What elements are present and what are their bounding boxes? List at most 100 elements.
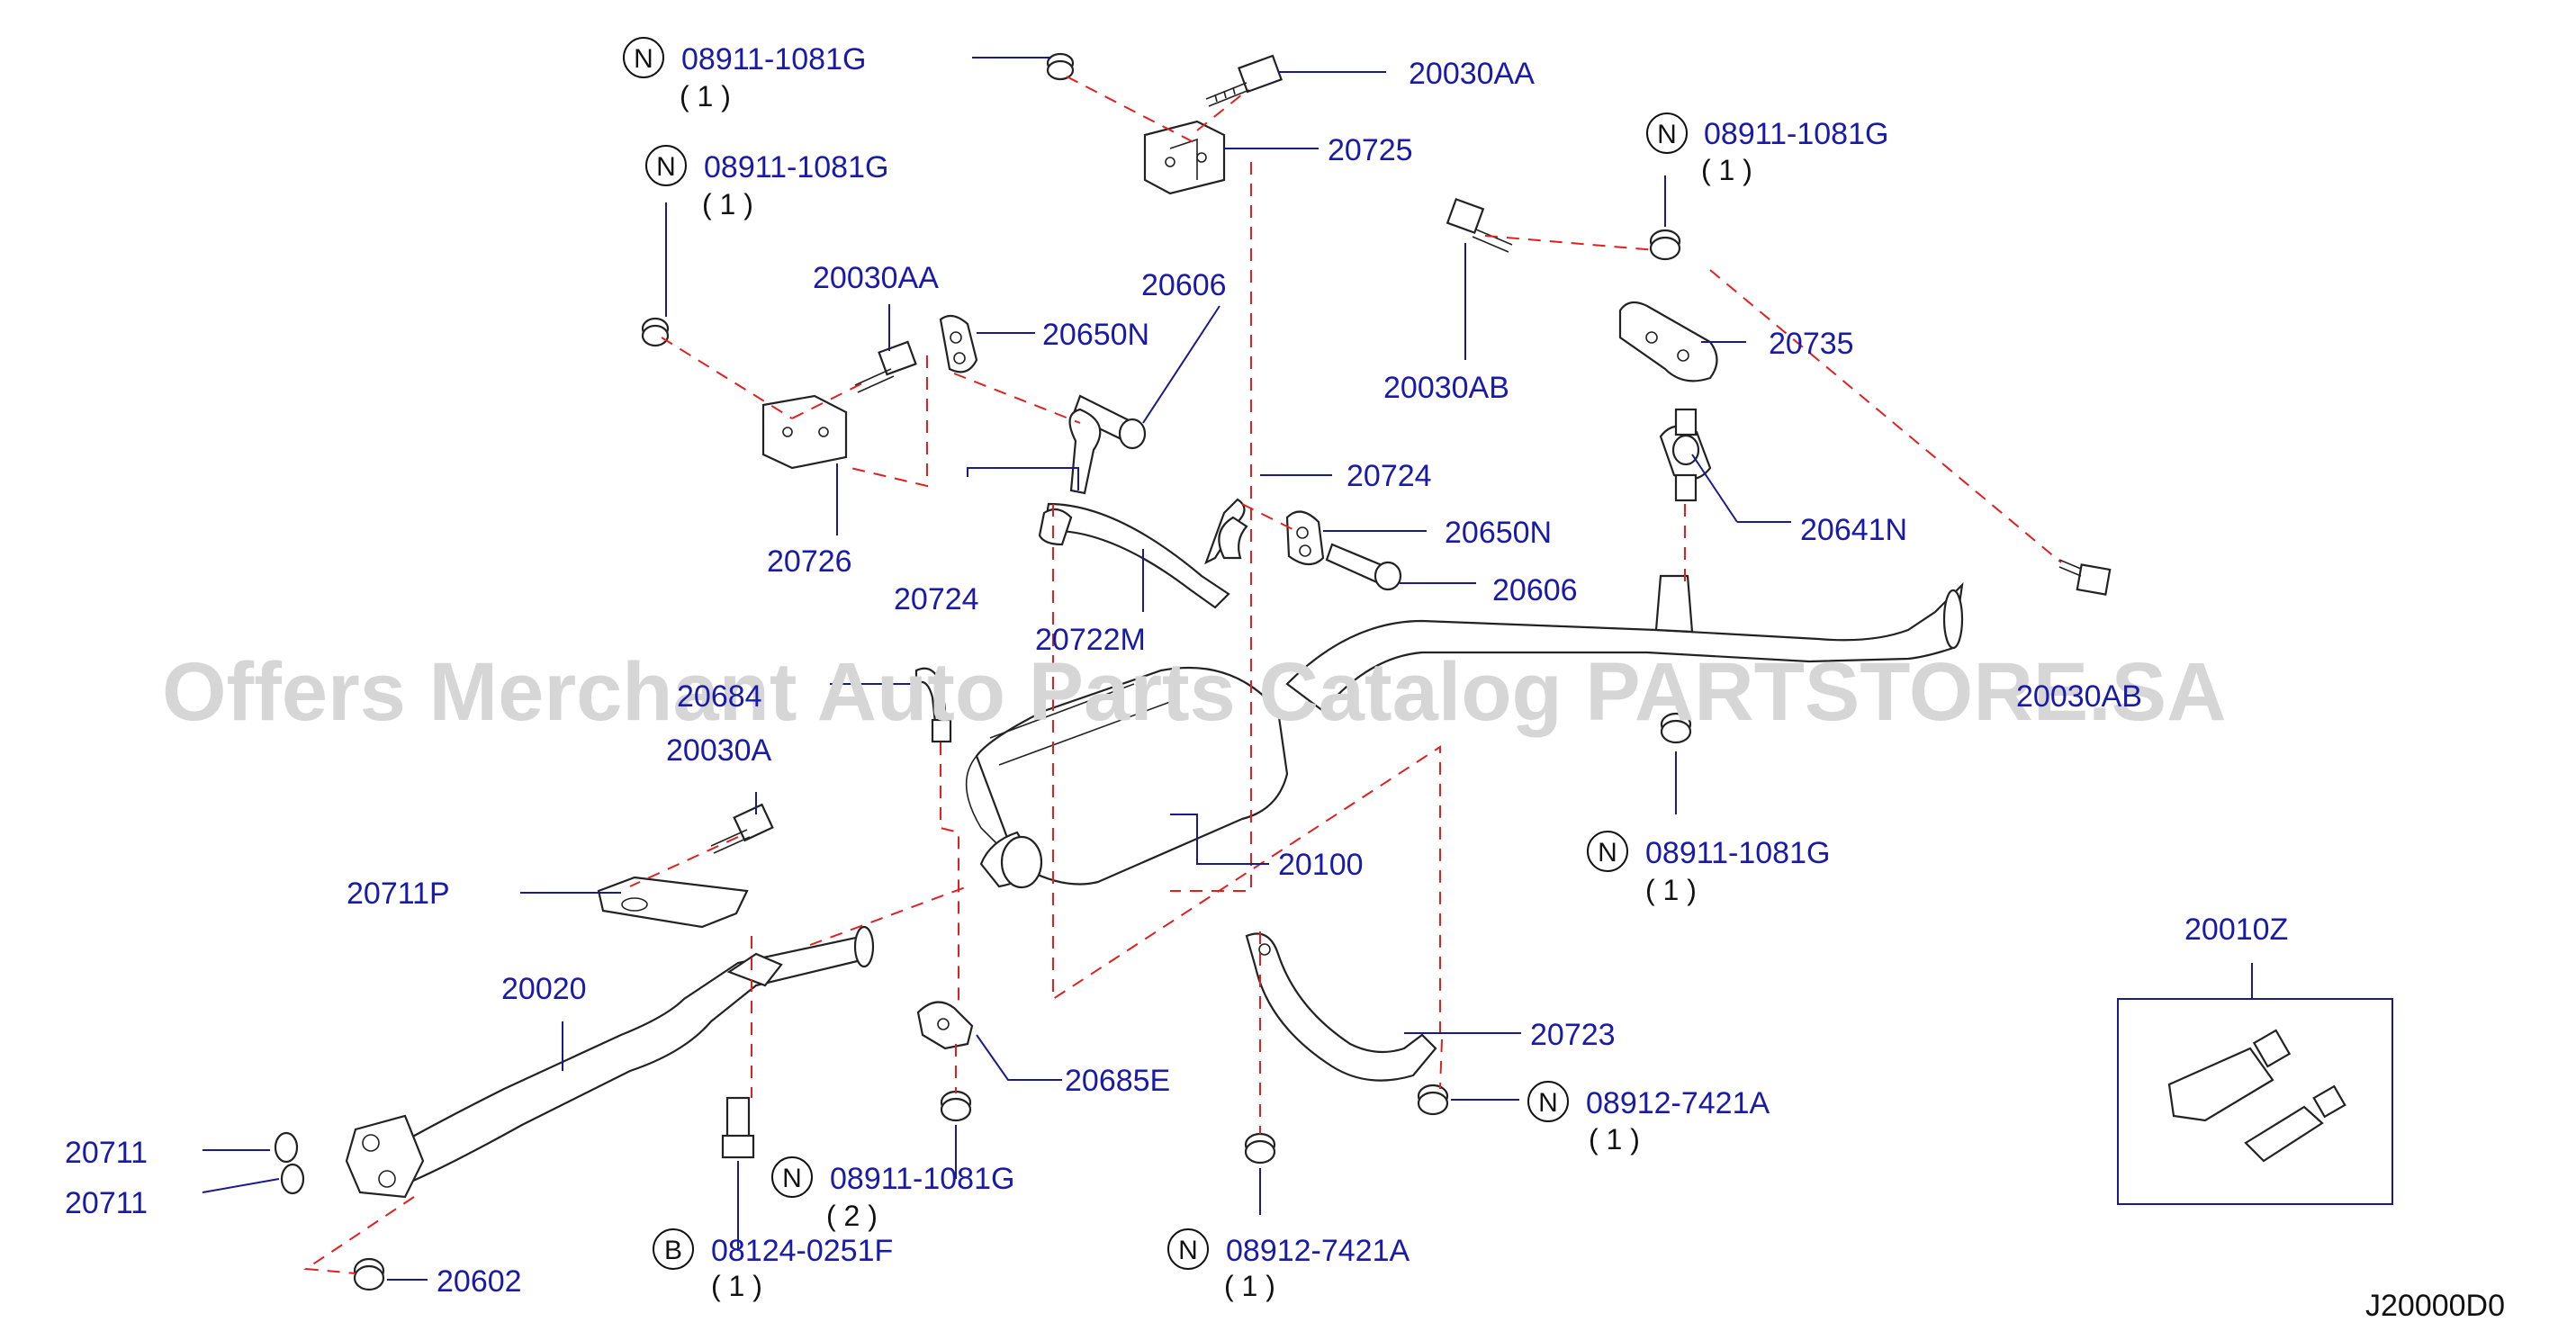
callout-c11[interactable]: 20726 [767, 544, 852, 579]
bracket-20711P-drawing [597, 876, 749, 929]
part-number-link[interactable]: 20030AA [813, 261, 939, 295]
callout-c18[interactable]: 20684 [677, 679, 762, 714]
part-number-link[interactable]: 20602 [437, 1264, 522, 1299]
part-number-link[interactable]: 20724 [1347, 459, 1432, 493]
muffler-20100-drawing [965, 666, 1289, 889]
part-number-link[interactable]: 20711P [347, 877, 450, 911]
bracket-20725-drawing [1143, 120, 1226, 195]
callout-c30[interactable]: 20711 [65, 1186, 148, 1220]
nut-left-drawing [641, 317, 670, 347]
callout-c8[interactable]: 20606 [1141, 268, 1227, 302]
bolt-left-drawing [854, 340, 917, 393]
part-number-link[interactable]: 20722M [1035, 623, 1146, 657]
callout-c9[interactable]: 20030AB [1383, 371, 1509, 405]
bracket-20735-drawing [1618, 301, 1718, 382]
part-number-link[interactable]: 20650N [1042, 318, 1149, 352]
callout-symbol: N [782, 1164, 802, 1193]
callout-c4[interactable]: N 08911-1081G ( 1 ) [1646, 112, 1888, 186]
callout-c5[interactable]: N 08911-1081G ( 1 ) [645, 145, 888, 220]
part-number-link[interactable]: 20606 [1141, 268, 1227, 302]
part-number-link[interactable]: 08124-0251F [711, 1234, 893, 1268]
leader-lines [202, 57, 2253, 1281]
callout-c20[interactable]: 20030A [666, 733, 772, 768]
part-number-link[interactable]: 20020 [501, 972, 587, 1006]
part-number-link[interactable]: 20711 [65, 1136, 148, 1170]
callout-symbol: N [1538, 1088, 1558, 1118]
stud-bolt-drawing [721, 1096, 755, 1159]
part-number-link[interactable]: 20726 [767, 544, 852, 579]
part-number-link[interactable]: 20030AB [1383, 371, 1509, 405]
part-number-link[interactable]: 20641N [1800, 513, 1907, 547]
hanger-20685E-drawing [916, 1001, 974, 1050]
front-pipe-20020-drawing [345, 925, 875, 1199]
callout-symbol-circle [1527, 1081, 1569, 1122]
callout-c32[interactable]: B 08124-0251F ( 1 ) [653, 1228, 893, 1302]
part-number-link[interactable]: 08912-7421A [1586, 1086, 1770, 1120]
callout-symbol: B [664, 1236, 682, 1265]
gasket-20711-upper-drawing [274, 1131, 299, 1164]
part-number-link[interactable]: 08912-7421A [1226, 1234, 1410, 1268]
callout-c6[interactable]: 20030AA [813, 261, 939, 295]
callout-c10[interactable]: 20735 [1769, 327, 1854, 361]
callout-symbol-circle [771, 1156, 813, 1198]
bolt-20030AB-lower-drawing [2058, 559, 2112, 596]
part-number-link[interactable]: 08911-1081G [1704, 117, 1888, 151]
callout-c17[interactable]: 20722M [1035, 623, 1146, 657]
callout-c31[interactable]: N 08911-1081G ( 2 ) [771, 1156, 1014, 1232]
part-number-link[interactable]: 20650N [1445, 516, 1552, 550]
hanger-20650N-right-drawing [1285, 510, 1325, 566]
part-number-link[interactable]: 20725 [1328, 133, 1413, 167]
quantity-label: ( 1 ) [702, 188, 753, 220]
part-number-link[interactable]: 20030AB [2016, 679, 2142, 714]
callout-c34[interactable]: 20602 [437, 1264, 522, 1299]
callout-symbol: N [1598, 838, 1617, 868]
part-number-link[interactable]: 20100 [1278, 848, 1364, 882]
part-number-link[interactable]: 20606 [1492, 573, 1578, 607]
callout-symbol: N [634, 44, 653, 74]
part-number-link[interactable]: 08911-1081G [1645, 836, 1830, 870]
callout-c7[interactable]: 20650N [1042, 318, 1149, 352]
callout-c15[interactable]: 20641N [1800, 513, 1907, 547]
callout-symbol-circle [1587, 831, 1628, 872]
part-number-link[interactable]: 20724 [894, 582, 979, 616]
part-number-link[interactable]: 20711 [65, 1186, 148, 1220]
callout-symbol-circle [1646, 112, 1688, 154]
nut-right-upper-drawing [1649, 229, 1681, 261]
callout-c12[interactable]: 20724 [1347, 459, 1432, 493]
part-number-link[interactable]: 08911-1081G [681, 42, 866, 76]
callout-c28[interactable]: N 08912-7421A ( 1 ) [1527, 1081, 1770, 1156]
bolt-top-center-drawing [1205, 54, 1283, 107]
part-number-link[interactable]: 08911-1081G [830, 1162, 1014, 1196]
part-number-link[interactable]: 20685E [1065, 1064, 1170, 1098]
callout-c21[interactable]: N 08911-1081G ( 1 ) [1587, 831, 1830, 906]
callouts: N 08911-1081G ( 1 ) 20030AA 20725 N 0891… [65, 37, 2288, 1302]
part-number-link[interactable]: 08911-1081G [704, 150, 888, 184]
assembly-lines [303, 76, 2062, 1274]
callout-c23[interactable]: 20711P [347, 877, 450, 911]
part-number-link[interactable]: 20684 [677, 679, 762, 714]
bracket-20726-drawing [761, 394, 848, 470]
callout-c25[interactable]: 20020 [501, 972, 587, 1006]
callout-c2[interactable]: 20030AA [1409, 57, 1535, 91]
part-number-link[interactable]: 20010Z [2184, 913, 2288, 947]
callout-c22[interactable]: 20100 [1278, 848, 1364, 882]
callout-c16[interactable]: 20606 [1492, 573, 1578, 607]
clamp-20641N-drawing [1659, 408, 1712, 502]
callout-c24[interactable]: 20010Z [2184, 913, 2288, 947]
callout-c27[interactable]: 20685E [1065, 1064, 1170, 1098]
callout-c3[interactable]: 20725 [1328, 133, 1413, 167]
callout-c14[interactable]: 20650N [1445, 516, 1552, 550]
callout-c29[interactable]: 20711 [65, 1136, 148, 1170]
callout-c26[interactable]: 20723 [1530, 1018, 1616, 1052]
part-number-link[interactable]: 20030AA [1409, 57, 1535, 91]
strap-20723-drawing [1245, 932, 1437, 1082]
part-number-link[interactable]: 20723 [1530, 1018, 1616, 1052]
callout-c1[interactable]: N 08911-1081G ( 1 ) [623, 37, 866, 112]
part-number-link[interactable]: 20030A [666, 733, 772, 768]
callout-c33[interactable]: N 08912-7421A ( 1 ) [1167, 1228, 1410, 1302]
quantity-label: ( 2 ) [826, 1200, 878, 1232]
part-number-link[interactable]: 20735 [1769, 327, 1854, 361]
callout-c13[interactable]: 20724 [894, 582, 979, 616]
callout-c19[interactable]: 20030AB [2016, 679, 2142, 714]
